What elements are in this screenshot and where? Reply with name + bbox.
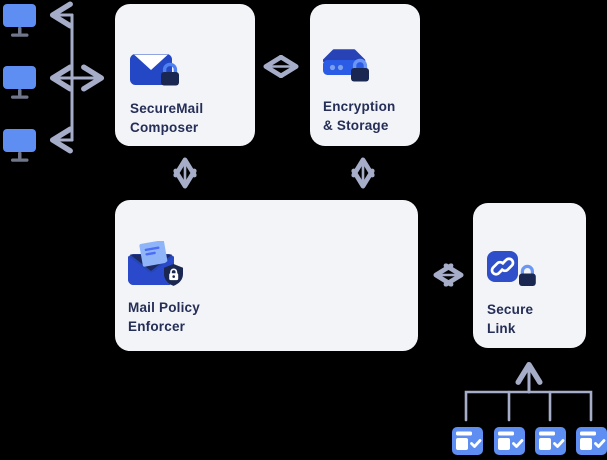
- node-label: SecureMail Composer: [130, 101, 204, 135]
- clients-tree-arrows: [49, 1, 105, 154]
- server-lock-icon: [322, 48, 375, 91]
- node-label: Mail Policy Enforcer: [128, 300, 200, 334]
- window-check-icon: [535, 427, 566, 455]
- monitor-icon: [3, 4, 39, 38]
- node-mail-policy-enforcer: Mail Policy Enforcer: [115, 200, 418, 351]
- node-encryption-storage: Encryption & Storage: [310, 4, 420, 146]
- node-secure-link: Secure Link: [473, 203, 586, 348]
- recipients-fan-arrows: [464, 361, 593, 422]
- link-lock-icon: [487, 251, 537, 294]
- window-check-icon: [452, 427, 483, 455]
- window-check-icon: [494, 427, 525, 455]
- monitor-icon: [3, 129, 39, 163]
- node-securemail-composer: SecureMail Composer: [115, 4, 255, 146]
- open-envelope-shield-icon: [128, 240, 186, 296]
- node-label: Encryption & Storage: [323, 99, 396, 133]
- window-check-icon: [576, 427, 607, 455]
- diagram-canvas: SecureMail Composer Encryption & Storage: [3, 1, 607, 455]
- monitor-icon: [3, 66, 39, 100]
- node-label: Secure Link: [487, 302, 534, 336]
- envelope-lock-icon: [130, 50, 184, 93]
